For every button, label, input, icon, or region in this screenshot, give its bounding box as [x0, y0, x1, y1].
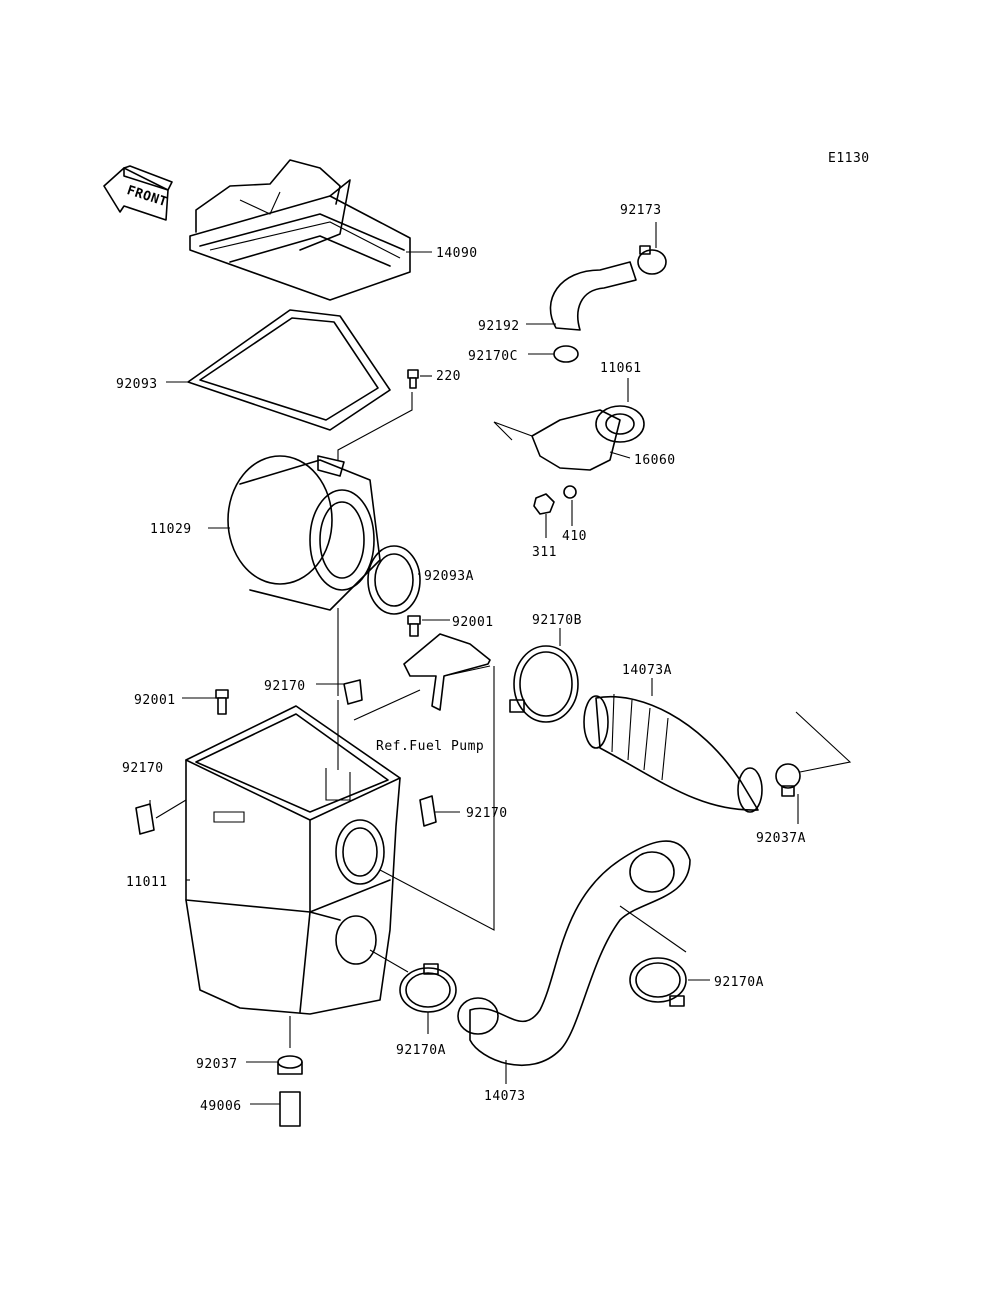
label-311: 311 — [532, 545, 557, 560]
label-11011: 11011 — [126, 875, 168, 890]
label-92093: 92093 — [116, 377, 158, 392]
label-92170-top: 92170 — [264, 679, 306, 694]
label-92170C: 92170C — [468, 349, 518, 364]
front-arrow-icon: FRONT — [103, 165, 173, 221]
gasket-part — [187, 309, 391, 431]
breather-parts — [531, 245, 667, 515]
diagram-code: E1130 — [828, 151, 870, 166]
air-filter-part — [227, 455, 381, 611]
label-92170A-lower: 92170A — [396, 1043, 446, 1058]
clamp-92170A-parts — [399, 957, 687, 1013]
label-92170A-right: 92170A — [714, 975, 764, 990]
label-14090: 14090 — [436, 246, 478, 261]
label-220: 220 — [436, 369, 461, 384]
air-box-body-part — [185, 705, 401, 1015]
label-92170B: 92170B — [532, 613, 582, 628]
ring-92093A-part — [367, 545, 421, 615]
clamp-92037A-part — [775, 763, 801, 797]
label-410: 410 — [562, 529, 587, 544]
label-14073A: 14073A — [622, 663, 672, 678]
label-92037: 92037 — [196, 1057, 238, 1072]
clip-92170-parts — [135, 679, 437, 835]
clamp-92170B-part — [509, 645, 579, 723]
label-11029: 11029 — [150, 522, 192, 537]
label-11061: 11061 — [600, 361, 642, 376]
drain-parts — [277, 1055, 303, 1127]
label-92001-upper: 92001 — [452, 615, 494, 630]
label-92170-right: 92170 — [466, 806, 508, 821]
label-92173: 92173 — [620, 203, 662, 218]
air-box-cover-part — [189, 159, 411, 301]
label-92192: 92192 — [478, 319, 520, 334]
label-14073: 14073 — [484, 1089, 526, 1104]
label-ref-fuel-pump: Ref.Fuel Pump — [376, 739, 484, 754]
screw-220-part — [407, 369, 419, 389]
bracket-part — [403, 615, 491, 711]
label-92037A: 92037A — [756, 831, 806, 846]
label-92170-left: 92170 — [122, 761, 164, 776]
duct-14073A-part — [583, 693, 763, 813]
label-92093A: 92093A — [424, 569, 474, 584]
leader-lines — [149, 222, 852, 1105]
bolt-92001-left-part — [215, 689, 229, 715]
label-49006: 49006 — [200, 1099, 242, 1114]
label-92001-left: 92001 — [134, 693, 176, 708]
hose-14073-part — [457, 840, 691, 1067]
label-16060: 16060 — [634, 453, 676, 468]
